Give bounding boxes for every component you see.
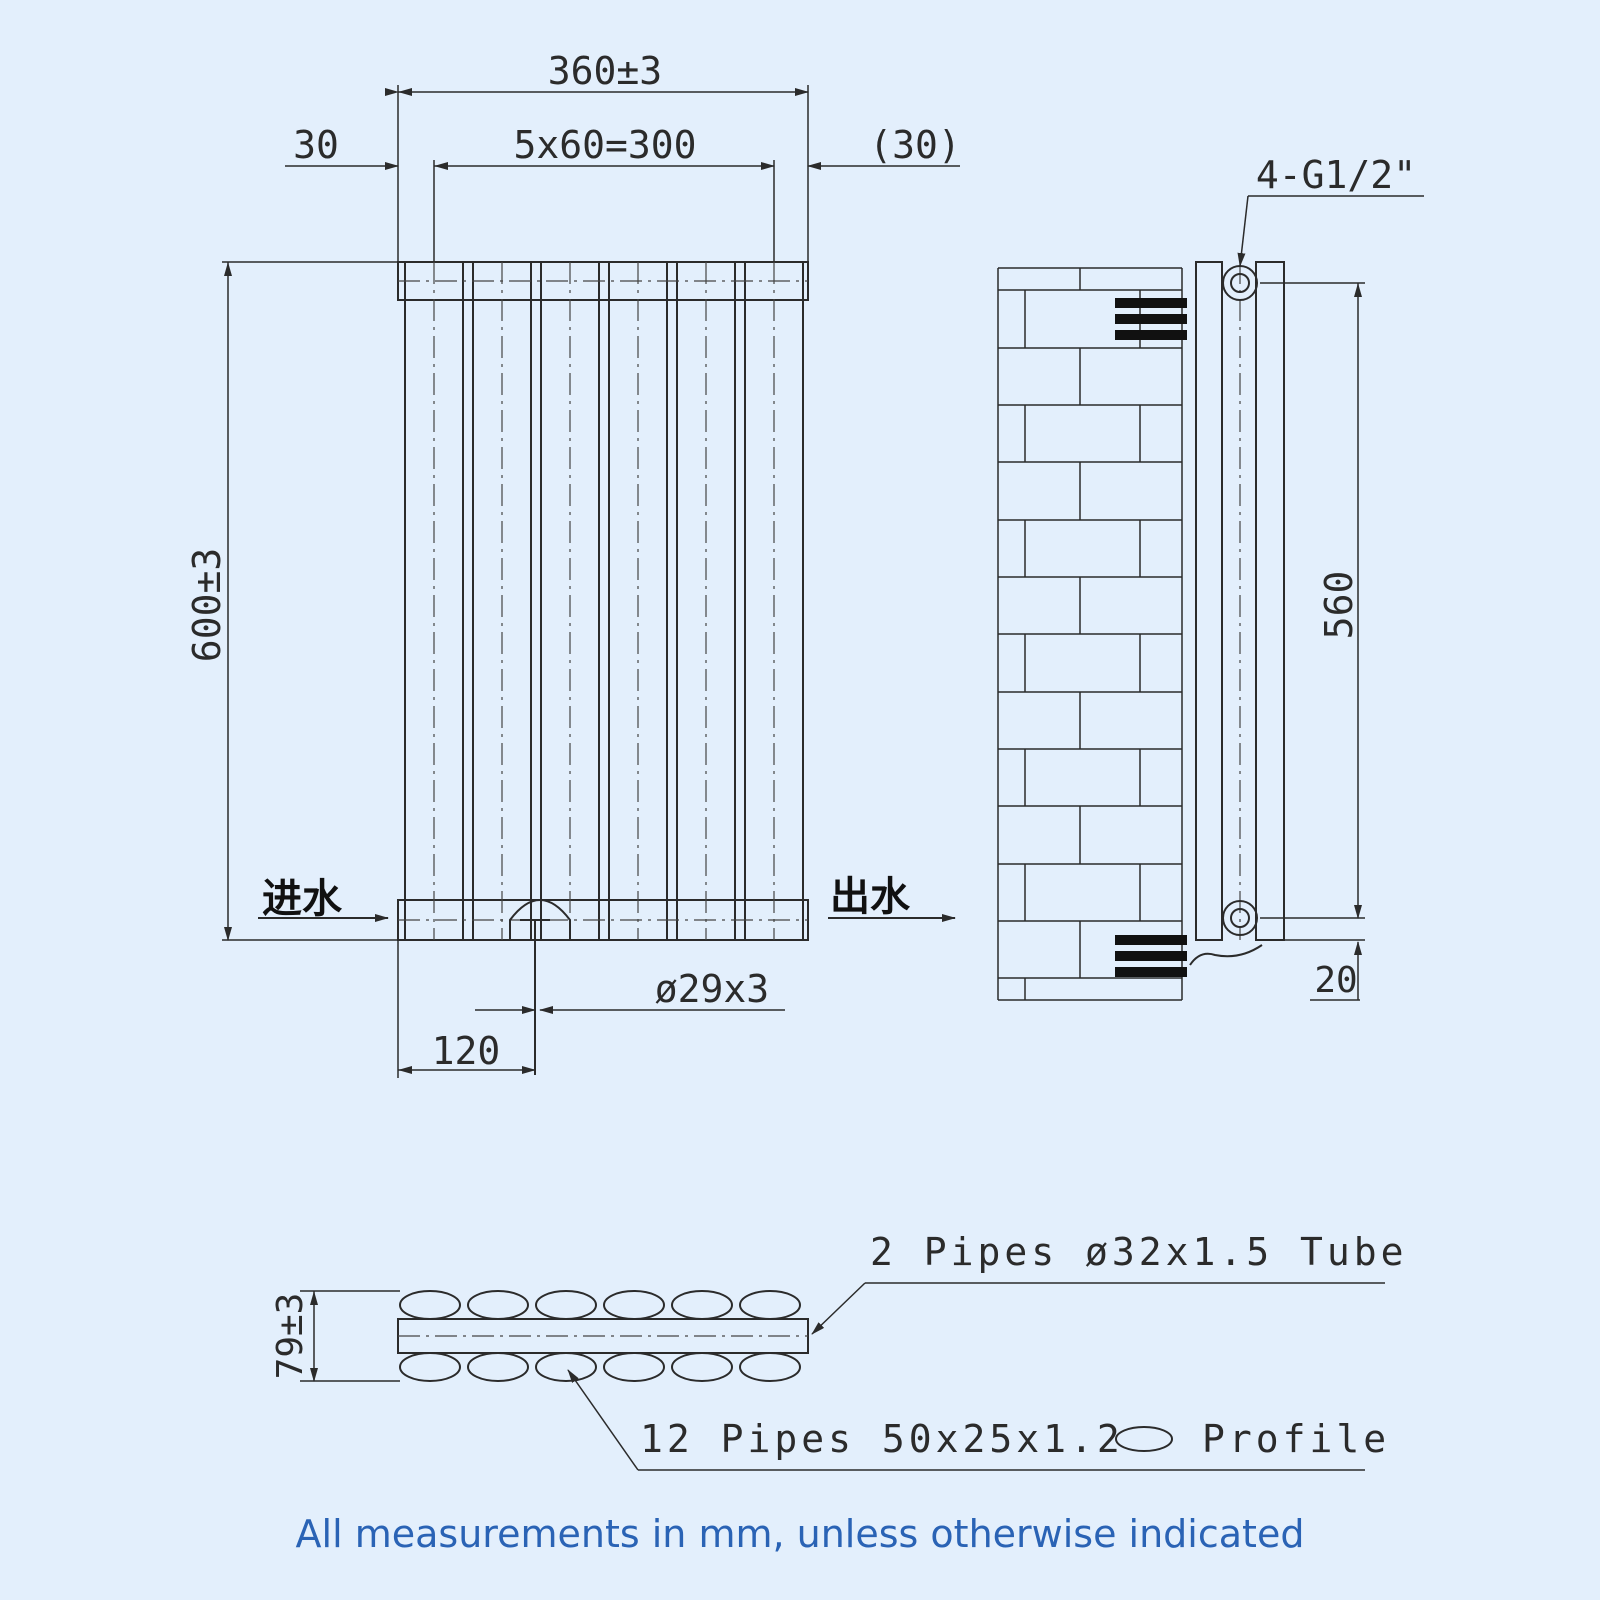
left-offset-label: 30: [293, 123, 339, 167]
inlet-label: 进水: [262, 876, 343, 922]
header-pipes-label: 2 Pipes ø32x1.5 Tube: [870, 1230, 1408, 1274]
oval-profile-icon: [1115, 1426, 1173, 1452]
profile-ovals-bottom: [399, 1352, 801, 1382]
front-view: 360±3 30 5x60=300 (30) 600±3 进水 出水 120 ø…: [185, 49, 961, 1078]
brick-wall: [997, 267, 1183, 1001]
center-height-label: 560: [1317, 571, 1361, 640]
tube-centerlines: [398, 262, 808, 940]
side-view: 4-G1/2" 560 20: [997, 153, 1424, 1001]
connection-label: 4-G1/2": [1256, 153, 1416, 197]
profile-view: 79±3 2 Pipes ø32x1.5 Tube 12 Pipes 50x25…: [270, 1230, 1408, 1471]
tube-diameter-label: ø29x3: [655, 967, 769, 1011]
profile-ovals-top: [399, 1290, 801, 1320]
wall-anchors: [1115, 298, 1187, 977]
profile-pipes-label: 12 Pipes 50x25x1.2: [640, 1417, 1124, 1461]
bottom-bracket: [509, 899, 571, 940]
overall-height-label: 600±3: [185, 548, 229, 662]
bottom-bracket-side: [1189, 944, 1263, 966]
depth-label: 79±3: [270, 1293, 311, 1380]
profile-word-label: Profile: [1202, 1417, 1390, 1461]
side-tube-front: [1195, 261, 1223, 941]
overall-width-label: 360±3: [548, 49, 662, 93]
footer-note: All measurements in mm, unless otherwise…: [295, 1512, 1305, 1556]
inlet-offset-label: 120: [432, 1029, 501, 1073]
bottom-offset-label: 20: [1314, 960, 1357, 1001]
outlet-label: 出水: [830, 874, 911, 920]
tubes: [404, 261, 804, 941]
side-tube-back: [1255, 261, 1285, 941]
connection-bottom: [1222, 900, 1258, 936]
right-offset-label: (30): [869, 123, 961, 167]
spacing-label: 5x60=300: [513, 123, 696, 167]
